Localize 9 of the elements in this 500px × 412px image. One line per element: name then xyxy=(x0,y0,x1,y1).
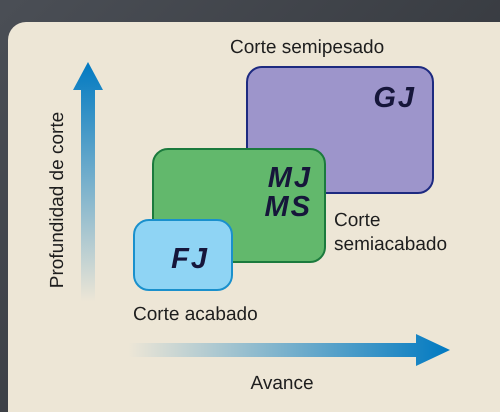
code-label: GJ xyxy=(372,84,416,113)
code-label: MJ MS xyxy=(264,164,312,222)
category-box xyxy=(133,219,233,291)
axis-label: Avance xyxy=(249,372,315,396)
axis-label: Profundidad de corte xyxy=(46,110,69,290)
category-label: Corte semipesado xyxy=(230,36,386,60)
category-label: Corte semiacabado xyxy=(334,209,448,257)
category-label: Corte acabado xyxy=(133,303,259,327)
code-label: FJ xyxy=(170,245,209,274)
